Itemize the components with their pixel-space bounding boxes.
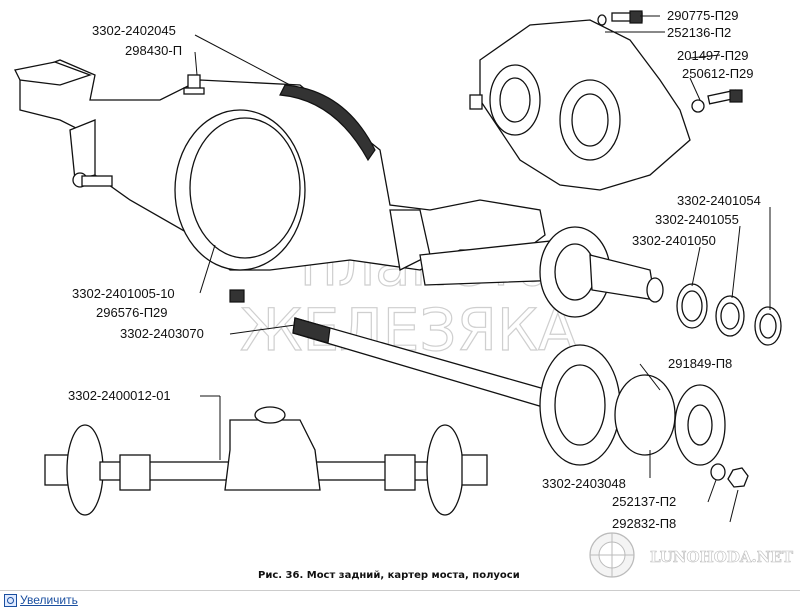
label-252136: 252136-П2	[667, 25, 731, 40]
ring-2401054	[754, 306, 782, 346]
zoom-link[interactable]: Увеличить	[4, 593, 78, 607]
rear-axle-assembly	[44, 406, 488, 516]
exploded-diagram: планета ЖЕЛЕЗЯКА	[14, 8, 794, 581]
axle-housing	[14, 59, 546, 271]
compass-icon	[589, 532, 635, 578]
magnifier-icon	[4, 593, 17, 607]
label-3302-2403048: 3302-2403048	[542, 476, 626, 491]
axle-tube-flange	[419, 226, 664, 318]
label-290775: 290775-П29	[667, 8, 739, 23]
label-3302-2401050: 3302-2401050	[632, 233, 716, 248]
axle-shaft	[292, 317, 726, 466]
label-3302-2401054: 3302-2401054	[677, 193, 761, 208]
label-298430: 298430-П	[125, 43, 182, 58]
brand-logo: LUNOHODA.NET	[589, 532, 794, 578]
ring-2401050	[676, 283, 708, 329]
breather-298430	[183, 74, 205, 95]
label-3302-2403070: 3302-2403070	[120, 326, 204, 341]
label-250612: 250612-П29	[682, 66, 754, 81]
bolt-201497	[691, 89, 743, 113]
label-201497: 201497-П29	[677, 48, 749, 63]
footer-bar: Увеличить	[0, 590, 800, 609]
washer-252137	[710, 463, 726, 481]
zoom-label: Увеличить	[20, 593, 78, 607]
label-3302-2402045: 3302-2402045	[92, 23, 176, 38]
plug-296576	[229, 289, 245, 303]
bearing-2401055	[715, 295, 745, 337]
leader-lines	[194, 15, 771, 523]
differential-carrier	[469, 19, 691, 191]
label-292832: 292832-П8	[612, 516, 676, 531]
label-3302-2401005-10: 3302-2401005-10	[72, 286, 175, 301]
figure-caption: Рис. 36. Мост задний, картер моста, полу…	[258, 570, 520, 581]
label-3302-2401055: 3302-2401055	[655, 212, 739, 227]
part-labels: 3302-2402045 298430-П 290775-П29 252136-…	[68, 8, 761, 531]
label-3302-2400012-01: 3302-2400012-01	[68, 388, 171, 403]
label-252137: 252137-П2	[612, 494, 676, 509]
label-296576: 296576-П29	[96, 305, 168, 320]
nut-292832	[727, 467, 749, 488]
bolt-290775	[597, 10, 643, 26]
label-291849: 291849-П8	[668, 356, 732, 371]
brand-text: LUNOHODA.NET	[650, 548, 794, 566]
